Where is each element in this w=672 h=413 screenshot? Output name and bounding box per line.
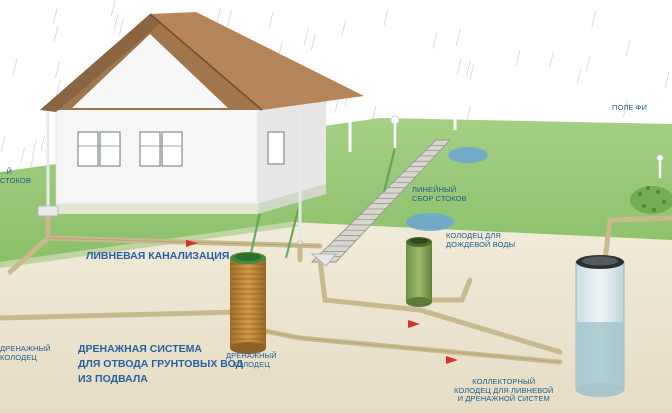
house-icon	[40, 12, 364, 214]
arrow-right-icon	[186, 240, 458, 364]
drainage-well-center-label: ДРЕНАЖНЫЙ КОЛОДЕЦ	[226, 351, 277, 369]
gutter-icon	[46, 108, 302, 244]
linear-collection-label: ЛИНЕЙНЫЙ СБОР СТОКОВ	[412, 185, 467, 203]
drainage-well-left-label: ДРЕНАЖНЫЙ КОЛОДЕЦ	[0, 344, 51, 362]
drainage-system-label: ДРЕНАЖНАЯ СИСТЕМА ДЛЯ ОТВОДА ГРУНТОВЫХ В…	[78, 343, 244, 386]
lamp-icon	[347, 65, 458, 152]
well-icon	[230, 252, 266, 354]
shrub-icon	[630, 154, 672, 214]
field-filtration-label: ПОЛЕ ФИ	[612, 103, 647, 112]
collector-well-label: КОЛЛЕКТОРНЫЙ КОЛОДЕЦ ДЛЯ ЛИВНЕВОЙ И ДРЕН…	[454, 377, 554, 404]
grate-icon	[310, 139, 452, 263]
storm-runoff-label: ...Й СТОКОВ	[0, 167, 31, 185]
gutter-inlet	[37, 205, 59, 217]
well-icon	[575, 255, 625, 397]
storm-sewer-label: ЛИВНЕВАЯ КАНАЛИЗАЦИЯ	[86, 250, 230, 262]
rain-well-label: КОЛОДЕЦ ДЛЯ ДОЖДЕВОЙ ВОДЫ	[446, 231, 516, 249]
puddle-icon	[406, 213, 454, 231]
soil-cross-section	[0, 222, 672, 413]
puddle-icon	[448, 147, 488, 163]
soil-edge	[0, 222, 300, 268]
gutter-inlet	[310, 253, 338, 267]
well-icon	[406, 237, 432, 307]
